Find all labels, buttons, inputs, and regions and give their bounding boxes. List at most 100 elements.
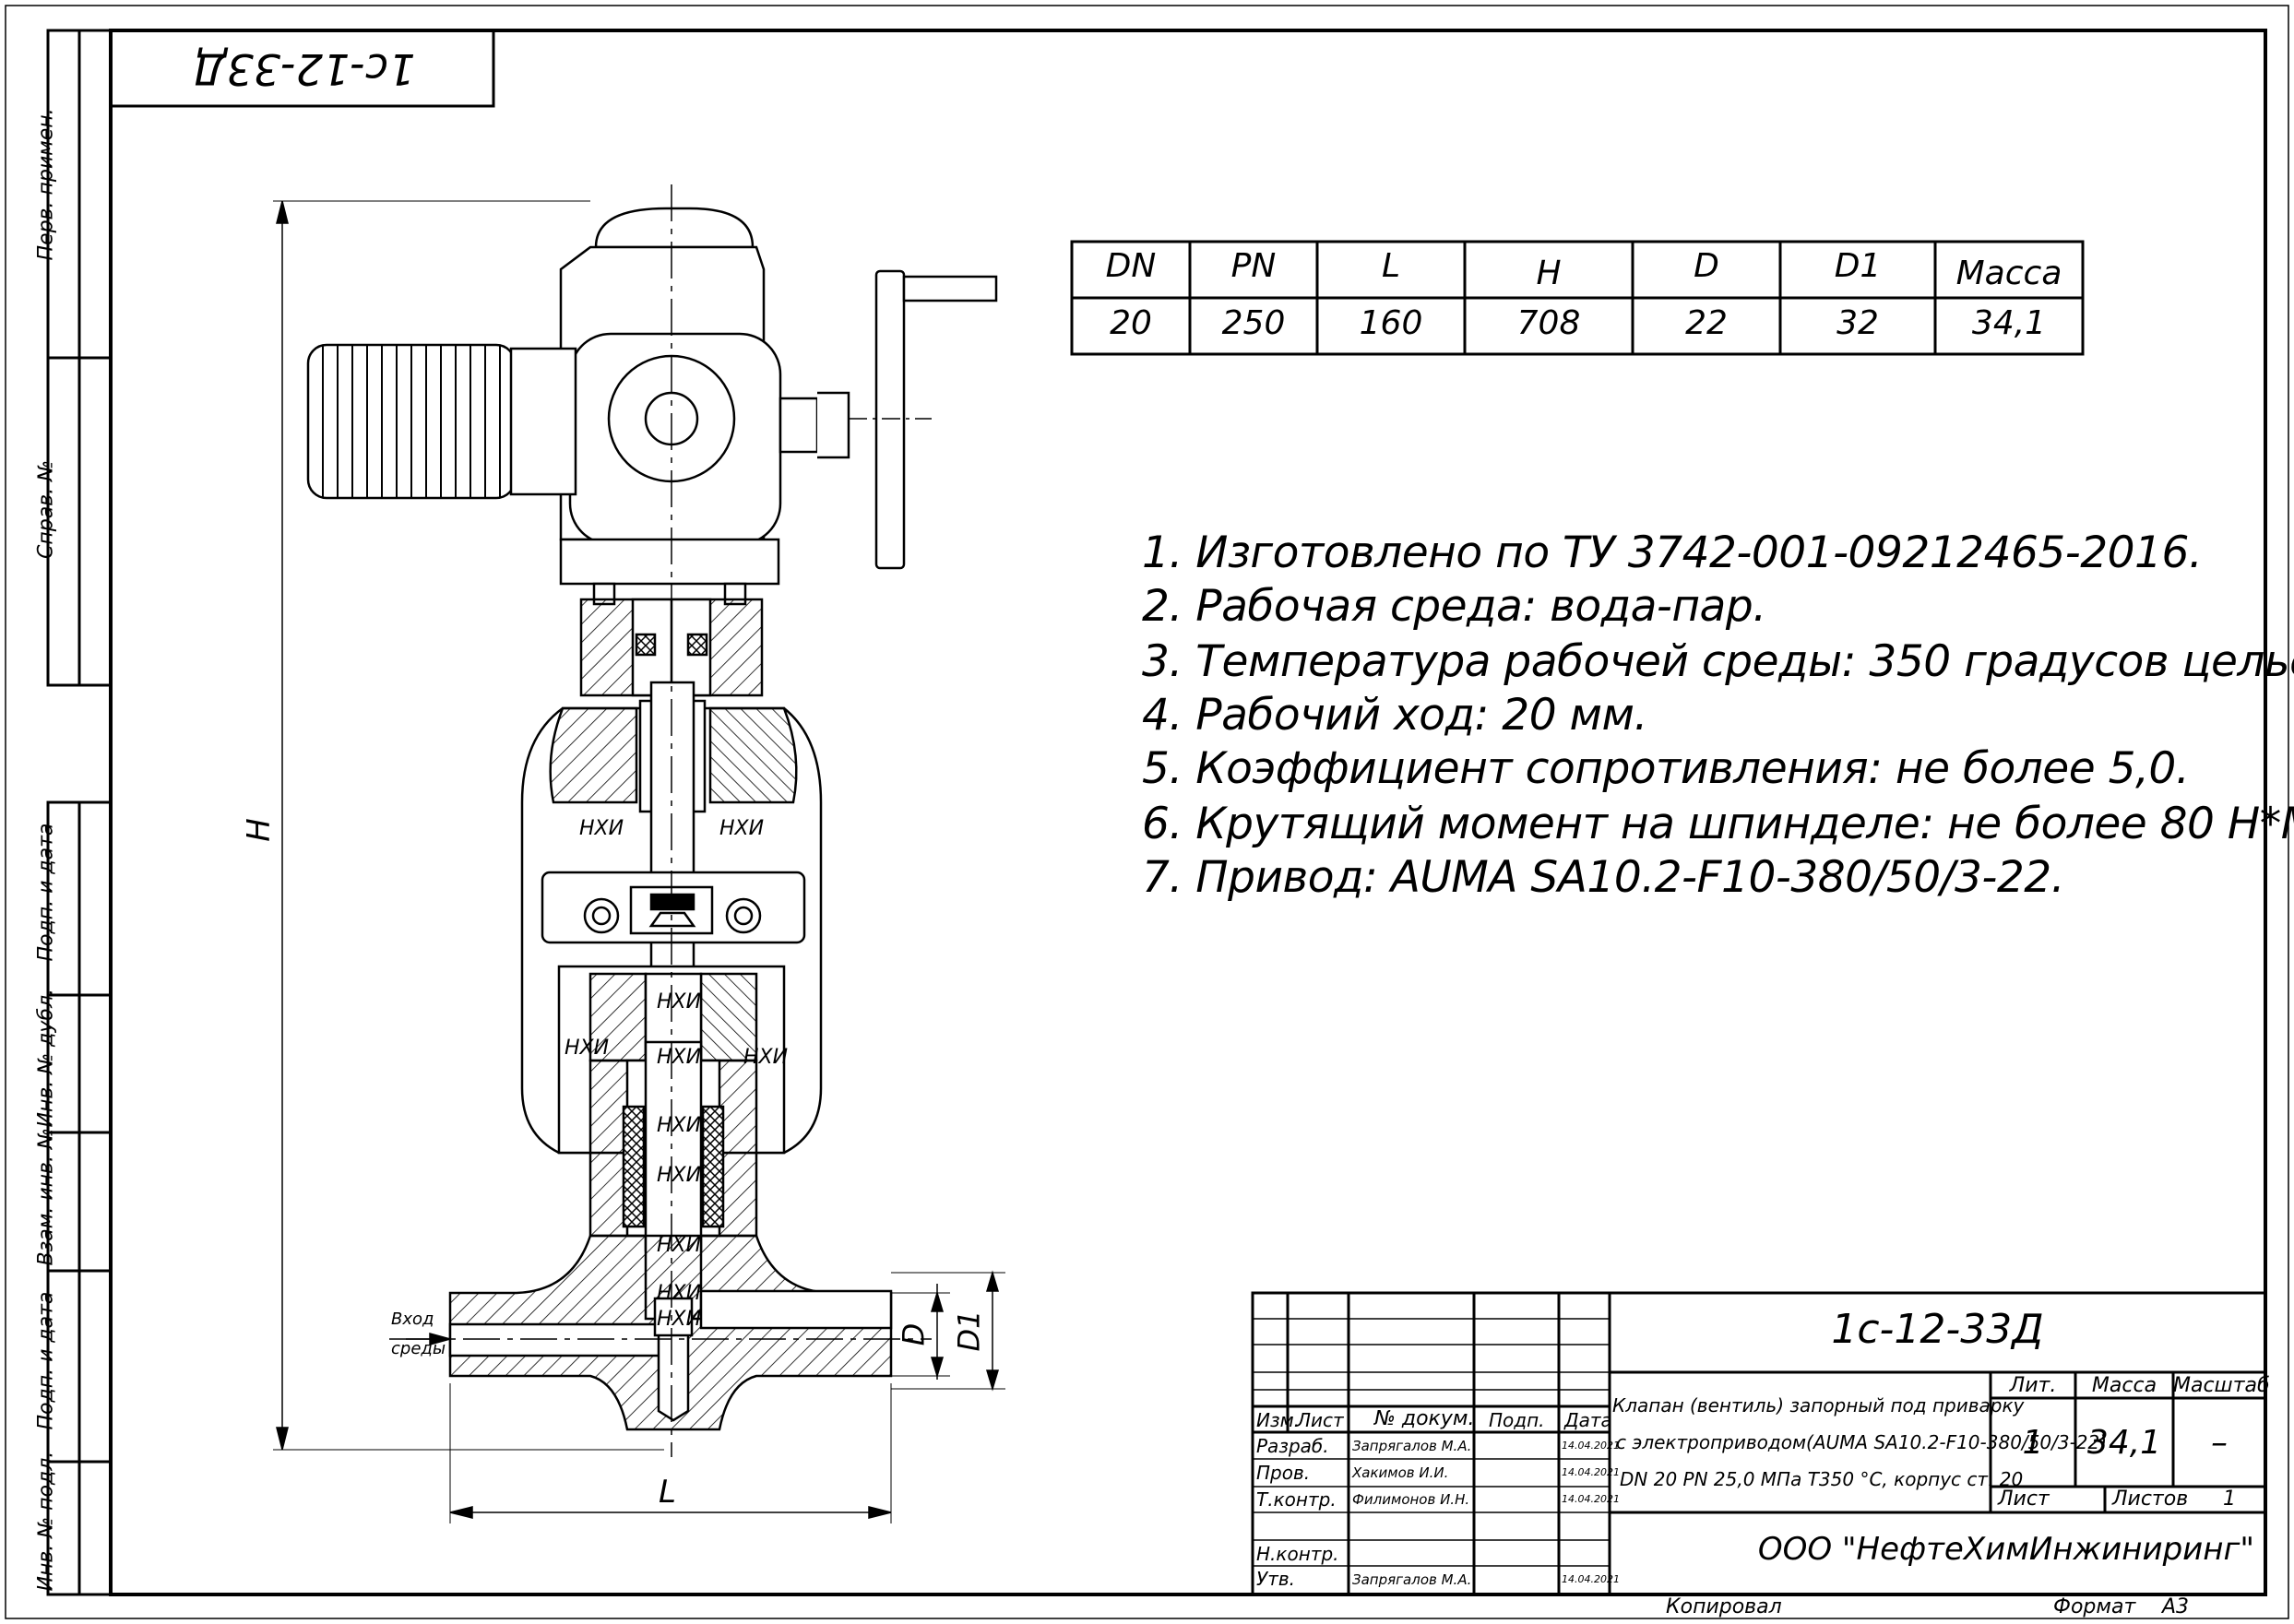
dim-label-l: L	[659, 1474, 676, 1511]
param-value-dn: 20	[1110, 304, 1152, 342]
param-header-l: L	[1381, 247, 1401, 285]
params-table-grid	[1070, 240, 2085, 356]
sheets-value: 1	[2223, 1488, 2236, 1511]
scale-value: –	[2211, 1424, 2228, 1462]
actuator-flange	[559, 538, 780, 586]
material-label: НХИ	[719, 817, 765, 840]
material-label: НХИ	[657, 1234, 702, 1257]
actuator-cap	[594, 207, 755, 249]
material-label: НХИ	[579, 817, 624, 840]
header-sign: Подп.	[1489, 1409, 1545, 1431]
note-1: 1. Изготовлено по ТУ 3742-001-09212465-2…	[1142, 528, 2203, 578]
inlet-label-vhod: Вход	[391, 1310, 434, 1329]
param-value-d1: 32	[1836, 304, 1879, 342]
param-value-l: 160	[1359, 304, 1423, 342]
footer-format-value: А3	[2162, 1595, 2190, 1618]
dim-label-d1: D1	[951, 1310, 987, 1352]
outer-trim-line	[5, 5, 2289, 1619]
side-label-perv-primen: Перв. примен.	[34, 108, 58, 261]
dimension-lines	[273, 200, 1005, 1523]
handwheel-hub	[779, 397, 819, 454]
lit-label: Лит.	[2009, 1374, 2057, 1397]
row-razrab: Разраб.	[1256, 1435, 1329, 1457]
date-razrab: 14.04.2021	[1562, 1440, 1620, 1452]
mass-value: 34,1	[2086, 1424, 2162, 1462]
handwheel-rim	[874, 269, 906, 570]
name-tkontr: Филимонов И.Н.	[1352, 1491, 1470, 1508]
company-name: ООО "НефтеХимИнжиниринг"	[1757, 1531, 2254, 1568]
material-label: НХИ	[743, 1046, 789, 1069]
param-header-pn: PN	[1230, 247, 1277, 285]
param-value-pn: 250	[1221, 304, 1286, 342]
motor-end	[509, 347, 577, 496]
sheets-label: Листов	[2112, 1488, 2189, 1511]
date-tkontr: 14.04.2021	[1562, 1493, 1620, 1505]
header-doc: № докум.	[1374, 1407, 1475, 1430]
date-prov: 14.04.2021	[1562, 1466, 1620, 1478]
header-izm: Изм.	[1256, 1409, 1301, 1431]
note-4: 4. Рабочий ход: 20 мм.	[1142, 690, 1647, 741]
title-block-grid	[1251, 1291, 2267, 1596]
footer-format-label: Формат	[2053, 1595, 2136, 1618]
stamp-top-designation: 1с-12-33Д	[193, 44, 416, 94]
row-nkontr: Н.контр.	[1256, 1543, 1339, 1565]
inlet-bore	[448, 1322, 666, 1357]
note-2: 2. Рабочая среда: вода-пар.	[1142, 581, 1766, 632]
actuator-gearbox	[568, 332, 782, 546]
motor-fins	[322, 345, 501, 498]
material-label: НХИ	[657, 1164, 702, 1187]
note-7: 7. Привод: AUMA SA10.2-F10-380/50/3-22.	[1142, 852, 2065, 903]
material-label: НХИ	[657, 1046, 702, 1069]
param-value-d: 22	[1685, 304, 1728, 342]
material-label: НХИ	[657, 990, 702, 1014]
name-utv: Запрягалов М.А.	[1352, 1571, 1472, 1588]
outlet-bore	[699, 1289, 893, 1330]
param-value-mass: 34,1	[1971, 304, 2047, 342]
note-5: 5. Коэффициент сопротивления: не более 5…	[1142, 743, 2190, 794]
footer-copied: Копировал	[1666, 1595, 1782, 1618]
title-name-line3: DN 20 PN 25,0 MПа Т350 °С, корпус ст. 20	[1620, 1468, 2024, 1490]
param-header-h: H	[1536, 255, 1562, 292]
handwheel-neck	[817, 391, 850, 459]
row-utv: Утв.	[1256, 1568, 1295, 1590]
mass-label: Масса	[2091, 1374, 2157, 1397]
side-label-podp-data-2: Подп. и дата	[34, 1291, 58, 1430]
stamp-box	[109, 29, 495, 108]
handwheel-handle	[902, 275, 998, 302]
left-margin-strip	[46, 29, 113, 1596]
note-6: 6. Крутящий момент на шпинделе: не более…	[1142, 799, 2294, 849]
inlet-label-sredy: среды	[391, 1339, 446, 1358]
material-label: НХИ	[565, 1037, 610, 1060]
row-tkontr: Т.контр.	[1256, 1488, 1337, 1511]
lit-value: 1	[2022, 1424, 2044, 1462]
name-razrab: Запрягалов М.А.	[1352, 1438, 1472, 1454]
side-label-sprav-no: Справ. №	[34, 459, 58, 560]
param-value-h: 708	[1516, 304, 1581, 342]
param-header-d: D	[1694, 247, 1719, 285]
side-label-inv-podl: Инв. № подл.	[34, 1451, 58, 1592]
param-header-dn: DN	[1105, 247, 1157, 285]
row-prov: Пров.	[1256, 1462, 1311, 1484]
date-utv: 14.04.2021	[1562, 1573, 1620, 1585]
sheet-label: Лист	[1998, 1488, 2050, 1511]
header-date: Дата	[1564, 1409, 1612, 1431]
scale-label: Масштаб	[2173, 1374, 2270, 1397]
param-header-d1: D1	[1834, 247, 1882, 285]
dim-label-h: H	[240, 818, 278, 842]
material-label: НХИ	[657, 1282, 702, 1305]
valve-drawing	[306, 184, 998, 1457]
param-header-mass: Масса	[1955, 255, 2062, 292]
material-label: НХИ	[657, 1308, 702, 1331]
side-label-podp-data-1: Подп. и дата	[34, 823, 58, 962]
note-3: 3. Температура рабочей среды: 350 градус…	[1142, 636, 2294, 687]
header-list: Лист	[1297, 1409, 1344, 1431]
dim-label-d: D	[896, 1322, 932, 1346]
title-name-line2: с электроприводом(AUMA SA10.2-F10-380/50…	[1616, 1431, 2108, 1453]
side-label-vzam-inv: Взам. инв. №	[34, 1128, 58, 1266]
material-label: НХИ	[657, 1114, 702, 1137]
title-name-line1: Клапан (вентиль) запорный под приварку	[1612, 1394, 2025, 1417]
side-label-inv-dubl: Инв. № дубл.	[34, 988, 58, 1128]
title-designation: 1с-12-33Д	[1831, 1306, 2044, 1353]
name-prov: Хакимов И.И.	[1352, 1464, 1449, 1481]
